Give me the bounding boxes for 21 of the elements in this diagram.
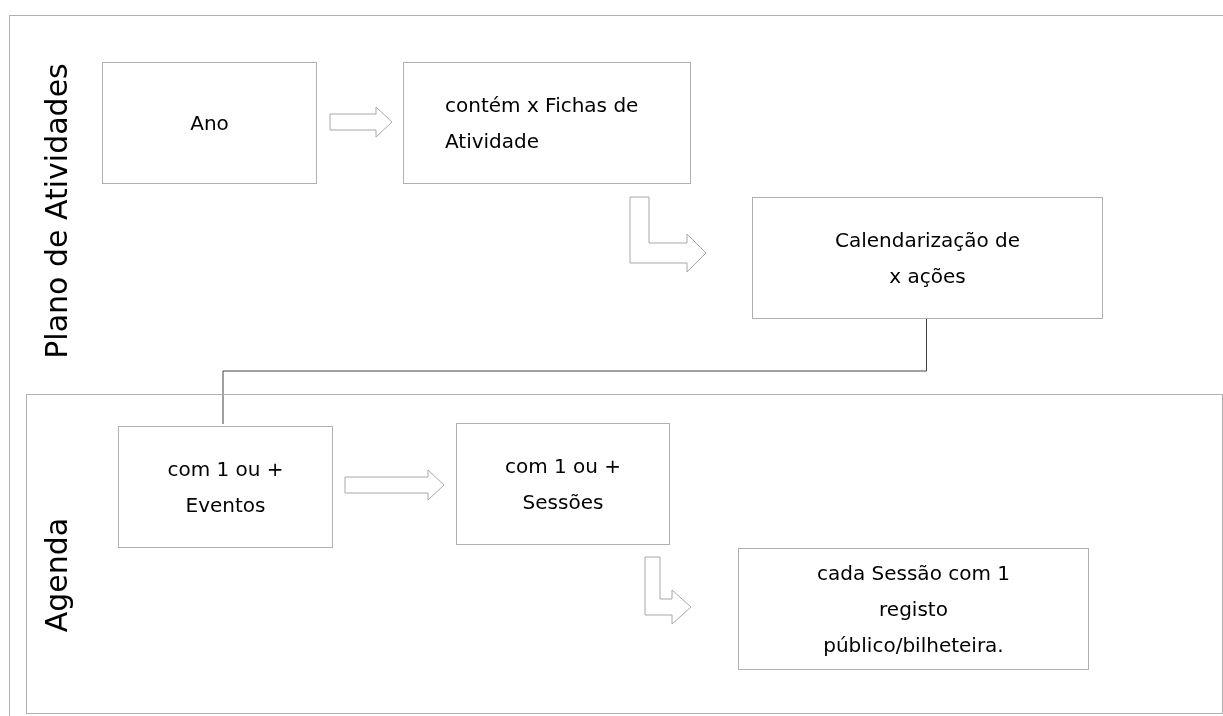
panel-heading: Agenda <box>39 517 75 633</box>
group-panel <box>9 15 1223 716</box>
box-label: com 1 ou + Sessões <box>503 453 623 516</box>
block-arrow <box>629 196 707 273</box>
process-box <box>738 548 1089 670</box>
connector-line <box>222 317 927 425</box>
block-arrow <box>644 556 692 625</box>
box-label: Ano <box>189 110 230 137</box>
process-box <box>102 62 317 184</box>
process-box <box>118 426 333 548</box>
box-label: contém x Fichas de Atividade <box>445 92 640 155</box>
block-arrow <box>344 469 445 501</box>
process-box <box>403 62 691 184</box>
process-box <box>456 423 670 545</box>
process-box <box>752 197 1103 319</box>
box-label: cada Sessão com 1 registo público/bilheteira. <box>815 560 1011 659</box>
box-label: Calendarização de x ações <box>833 227 1022 290</box>
box-label: com 1 ou + Eventos <box>166 456 285 519</box>
group-panel <box>26 394 1223 714</box>
block-arrow <box>329 106 393 138</box>
panel-heading: Plano de Atividades <box>39 63 75 359</box>
